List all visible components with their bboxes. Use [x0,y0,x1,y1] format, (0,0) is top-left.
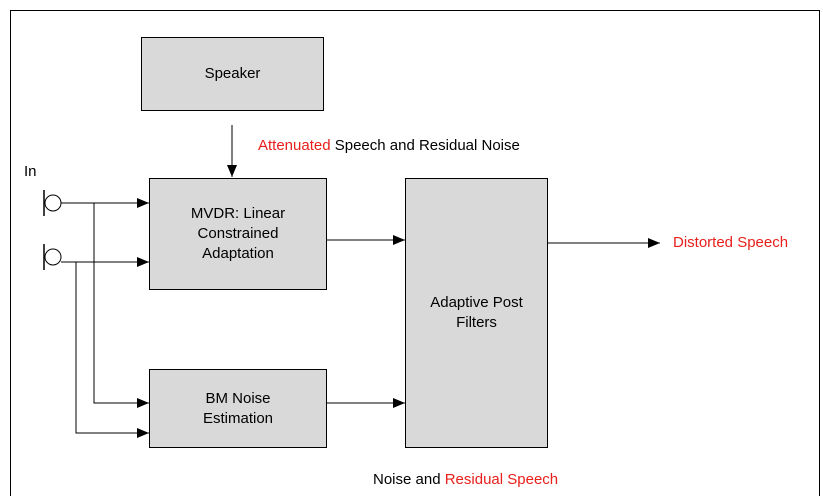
noise-residual-speech-label: Noise and Residual Speech [373,471,558,489]
distorted-speech-label: Distorted Speech [673,234,789,251]
mvdr-block: MVDR: Linear Constrained Adaptation [149,178,327,290]
attenuated-word: Attenuated [258,137,331,154]
speaker-block: Speaker [141,37,324,111]
diagram-frame [10,10,820,496]
speech-residual-noise-text: Speech and Residual Noise [330,137,520,154]
mic1-to-bm-arrow [93,203,149,408]
mic2-to-bm-arrow [75,262,149,438]
bm-noise-estimation-block: BM Noise Estimation [149,369,327,448]
adaptive-post-filters-block: Adaptive Post Filters [405,178,548,448]
microphone-2-icon [43,244,62,270]
microphone-1-icon [43,190,62,216]
attenuated-speech-label: Attenuated Speech and Residual Noise [258,137,520,155]
residual-speech-word: Residual Speech [444,471,559,488]
input-label: In [24,163,37,180]
noise-and-text: Noise and [373,471,445,488]
